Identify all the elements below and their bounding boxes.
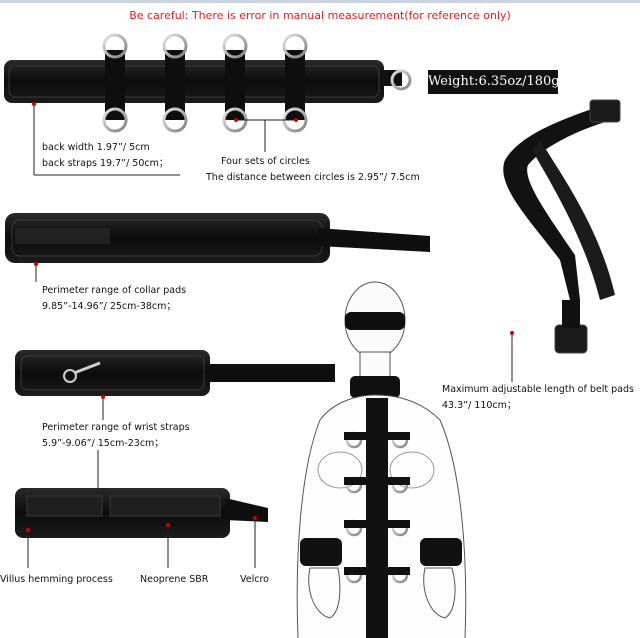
- back-width-label: back width 1.97”/ 5cm: [42, 142, 150, 153]
- wrist-strap: [15, 350, 335, 396]
- back-rings: [102, 33, 308, 133]
- circles-distance-label: The distance between circles is 2.95”/ 7…: [206, 172, 420, 183]
- weight-badge: Weight:6.35oz/180g: [428, 70, 560, 94]
- collar-perimeter-label: Perimeter range of collar pads: [42, 285, 187, 296]
- mannequin-figure: [296, 281, 467, 638]
- collar-range-label: 9.85”-14.96”/ 25cm-38cm；: [42, 301, 176, 312]
- back-strap: [4, 60, 412, 103]
- top-border: [0, 0, 640, 3]
- wrist-callout: [97, 395, 105, 488]
- villus-hemming-label: Villus hemming process: [0, 574, 113, 585]
- velcro-callouts: [26, 516, 257, 568]
- velcro-label: Velcro: [240, 574, 269, 585]
- collar-callout: [34, 262, 38, 282]
- warning-text: Be careful: There is error in manual mea…: [129, 9, 511, 22]
- wrist-perimeter-label: Perimeter range of wrist straps: [42, 422, 190, 433]
- belt-callout: [510, 331, 514, 382]
- velcro-strap: [15, 488, 268, 538]
- circles-callout: [234, 118, 298, 152]
- collar-pad: [5, 213, 430, 263]
- wrist-range-label: 5.9”-9.06”/ 15cm-23cm；: [42, 438, 164, 449]
- neoprene-label: Neoprene SBR: [140, 574, 209, 585]
- back-callout: [32, 102, 180, 176]
- circles-count-label: Four sets of circles: [221, 156, 310, 167]
- belt: [503, 99, 621, 354]
- belt-value-label: 43.3”/ 110cm；: [442, 400, 517, 411]
- back-straps-label: back straps 19.7”/ 50cm；: [42, 158, 169, 169]
- belt-length-label: Maximum adjustable length of belt pads: [442, 384, 634, 395]
